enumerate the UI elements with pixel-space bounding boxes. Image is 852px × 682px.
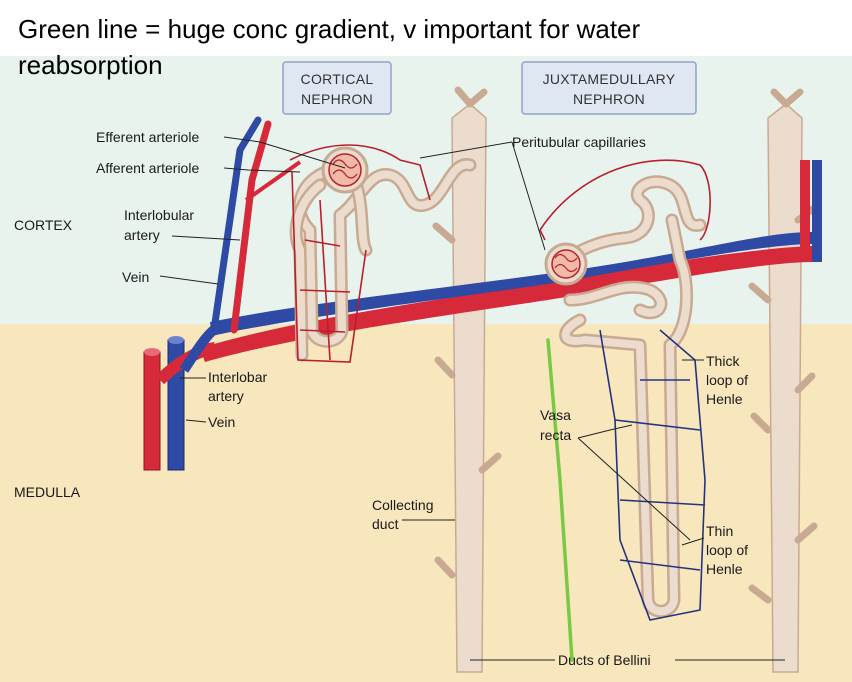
label-thin-loop-2: loop of	[706, 542, 748, 558]
label-vasa-recta-2: recta	[540, 427, 571, 443]
arcuate-vessels	[200, 160, 822, 362]
label-thick-loop-2: loop of	[706, 372, 748, 388]
label-afferent-arteriole: Afferent arteriole	[96, 160, 199, 176]
leader-lines	[159, 136, 785, 661]
cortical-nephron	[289, 144, 477, 363]
header-juxta-line1: JUXTAMEDULLARY	[543, 71, 676, 87]
juxtamedullary-nephron	[539, 159, 711, 621]
label-thin-loop-1: Thin	[706, 523, 733, 539]
label-thick-loop-3: Henle	[706, 391, 743, 407]
header-juxta-line2: NEPHRON	[573, 91, 645, 107]
medulla-region	[0, 324, 852, 682]
zone-cortex-label: CORTEX	[14, 217, 73, 233]
zone-medulla-label: MEDULLA	[14, 484, 81, 500]
green-gradient-line	[546, 338, 574, 662]
label-efferent-arteriole: Efferent arteriole	[96, 129, 199, 145]
header-cortical-line2: NEPHRON	[301, 91, 373, 107]
label-ducts-of-bellini: Ducts of Bellini	[558, 652, 651, 668]
label-interlobular-artery-2: artery	[124, 227, 160, 243]
label-interlobar-artery-1: Interlobar	[208, 369, 267, 385]
label-vasa-recta-1: Vasa	[540, 407, 571, 423]
label-vein-upper: Vein	[122, 269, 149, 285]
header-cortical-line1: CORTICAL	[301, 71, 374, 87]
label-interlobular-artery-1: Interlobular	[124, 207, 194, 223]
label-thick-loop-1: Thick	[706, 353, 740, 369]
header-cortical-box: CORTICAL NEPHRON	[282, 61, 392, 115]
cortex-region	[0, 56, 852, 326]
annotation-note-line1: Green line = huge conc gradient, v impor…	[18, 14, 641, 44]
label-interlobar-artery-2: artery	[208, 388, 244, 404]
header-juxtamedullary-box: JUXTAMEDULLARY NEPHRON	[521, 61, 697, 115]
label-collecting-duct-2: duct	[372, 516, 399, 532]
label-peritubular-capillaries: Peritubular capillaries	[512, 134, 646, 150]
label-collecting-duct-1: Collecting	[372, 497, 433, 513]
label-thin-loop-3: Henle	[706, 561, 743, 577]
label-vein-lower: Vein	[208, 414, 235, 430]
annotation-note-line2: reabsorption	[18, 50, 163, 80]
